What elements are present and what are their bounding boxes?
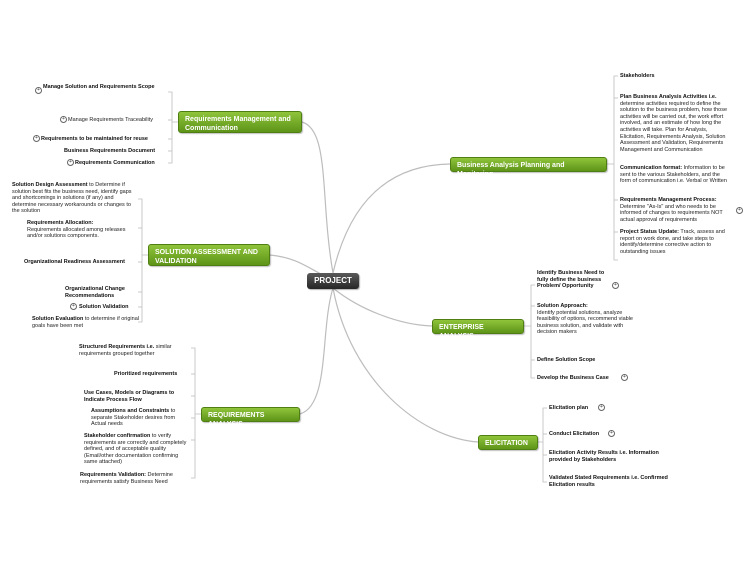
expand-icon[interactable]: +: [35, 87, 42, 94]
leaf-stakeholders: Stakeholders: [620, 73, 655, 79]
leaf-solution-validation: Solution Validation: [79, 304, 129, 310]
leaf-elicitation-plan: Elicitation plan: [549, 405, 589, 411]
leaf-requirements-allocation: Requirements Allocation:Requirements all…: [27, 220, 126, 240]
branch-elicitation[interactable]: ELICITATION: [478, 435, 538, 450]
leaf-stakeholder-confirmation: Stakeholder confirmation to verify requi…: [84, 433, 187, 466]
leaf-readiness: Organizational Readiness Assessment: [24, 259, 125, 265]
expand-icon[interactable]: +: [70, 303, 77, 310]
leaf-conduct-elicitation: Conduct Elicitation: [549, 431, 600, 437]
leaf-use-cases: Use Cases, Models or Diagrams to Indicat…: [84, 390, 175, 403]
leaf-activity-results: Elicitation Activity Results i.e. Inform…: [549, 450, 659, 463]
branch-planning-monitoring[interactable]: Business Analysis Planning and Monitorin…: [450, 157, 607, 178]
leaf-requirements-validation: Requirements Validation: Determine requi…: [80, 472, 173, 485]
expand-icon[interactable]: +: [736, 207, 743, 214]
branch-enterprise-analysis[interactable]: ENTERPRISE ANALYSIS: [432, 319, 524, 340]
leaf-change-recommendations: Organizational Change Recommendations: [65, 286, 125, 299]
leaf-solution-design: Solution Design Assessment to Determine …: [12, 182, 132, 215]
leaf-validated-requirements: Validated Stated Requirements i.e. Confi…: [549, 475, 668, 488]
expand-icon[interactable]: +: [608, 430, 615, 437]
expand-icon[interactable]: +: [33, 135, 40, 142]
expand-icon[interactable]: +: [598, 404, 605, 411]
leaf-solution-evaluation: Solution Evaluation to determine if orig…: [32, 316, 139, 329]
leaf-communication: Requirements Communication: [75, 160, 155, 166]
leaf-traceability: Manage Requirements Traceability: [68, 117, 153, 123]
branch-requirements-management[interactable]: Requirements Management and Communicatio…: [178, 111, 302, 133]
leaf-management-process: Requirements Management Process: Determi…: [620, 197, 723, 223]
leaf-structured-requirements: Structured Requirements i.e. similar req…: [79, 344, 172, 357]
leaf-solution-scope: Define Solution Scope: [537, 357, 596, 363]
leaf-business-case: Develop the Business Case: [537, 375, 609, 381]
leaf-manage-scope: Manage Solution and Requirements Scope: [43, 84, 155, 90]
leaf-plan-activities: Plan Business Analysis Activities i.e. d…: [620, 94, 728, 153]
leaf-prioritized: Prioritized requirements: [114, 371, 178, 377]
root-node-project[interactable]: PROJECT: [307, 273, 359, 289]
expand-icon[interactable]: +: [621, 374, 628, 381]
leaf-identify-need: Identify Business Need to fully define t…: [537, 270, 605, 290]
leaf-solution-approach: Solution Approach:Identify potential sol…: [537, 303, 633, 336]
leaf-status-update: Project Status Update: Track, assess and…: [620, 229, 725, 255]
leaf-document: Business Requirements Document: [64, 148, 156, 154]
branch-requirements-analysis[interactable]: REQUIREMENTS ANALYSIS: [201, 407, 300, 428]
expand-icon[interactable]: +: [67, 159, 74, 166]
branch-solution-assessment[interactable]: SOLUTION ASSESSMENT AND VALIDATION: [148, 244, 270, 266]
leaf-reuse: Requirements to be maintained for reuse: [41, 136, 148, 142]
expand-icon[interactable]: +: [612, 282, 619, 289]
expand-icon[interactable]: +: [60, 116, 67, 123]
leaf-communication-format: Communication format: Information to be …: [620, 165, 727, 185]
leaf-assumptions: Assumptions and Constraints to separate …: [91, 408, 176, 428]
